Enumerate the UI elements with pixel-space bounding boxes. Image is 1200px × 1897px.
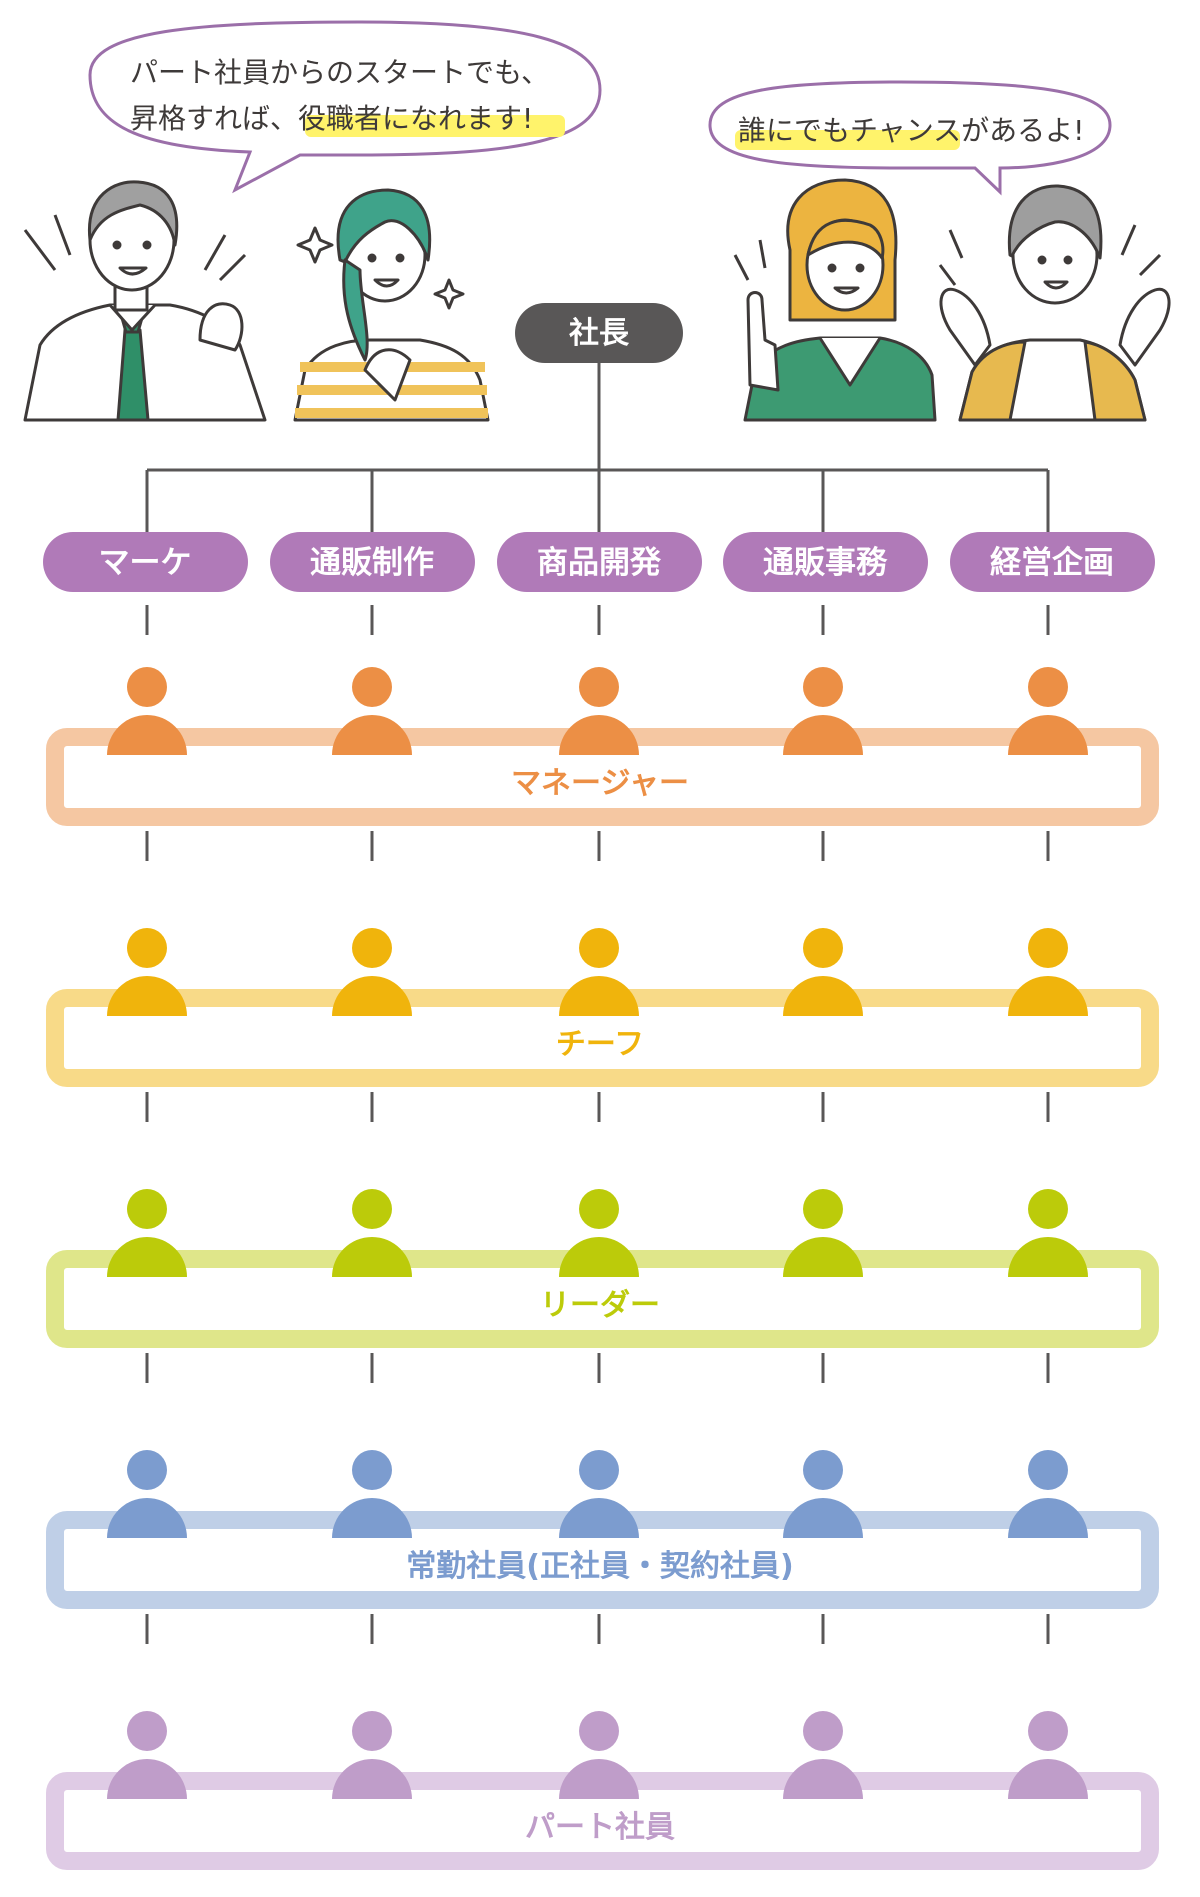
level-label: パート社員	[525, 1810, 675, 1845]
department-row: マーケ 通販制作 商品開発 通販事務 経営企画	[43, 532, 1155, 592]
svg-text:誰にでもチャンスがあるよ!: 誰にでもチャンスがあるよ!	[738, 114, 1084, 147]
department-node: 通販制作	[270, 532, 475, 592]
department-node: 商品開発	[497, 532, 702, 592]
person-icon	[332, 1189, 412, 1277]
department-label: マーケ	[99, 545, 192, 581]
level-row: 常勤社員(正社員・契約社員)	[46, 1353, 1159, 1609]
president-node: 社長	[515, 303, 683, 363]
speech-bubble-right: 誰にでもチャンスがあるよ!	[708, 80, 1112, 196]
level-row: リーダー	[46, 1092, 1159, 1348]
department-node: 通販事務	[723, 532, 928, 592]
person-icon	[107, 1711, 187, 1799]
level-label: チーフ	[556, 1027, 644, 1062]
department-label: 経営企画	[990, 545, 1114, 581]
sparkle-icon	[296, 226, 334, 264]
person-icon	[332, 667, 412, 755]
person-icon	[783, 928, 863, 1016]
org-connectors	[145, 363, 1050, 532]
person-icon	[783, 1189, 863, 1277]
person-icon	[783, 1450, 863, 1538]
woman-green-hair-illustration	[293, 188, 490, 422]
person-icon	[332, 928, 412, 1016]
department-node: マーケ	[43, 532, 248, 592]
person-icon	[1008, 1711, 1088, 1799]
president-label: 社長	[569, 316, 630, 351]
person-icon	[559, 1450, 639, 1538]
level-row: チーフ	[46, 831, 1159, 1087]
speech-right-suffix: があるよ!	[961, 114, 1084, 147]
speech-left-line2-prefix: 昇格すれば、	[130, 102, 298, 135]
svg-text:昇格すれば、役職者になれます!: 昇格すれば、役職者になれます!	[130, 102, 533, 135]
department-node: 経営企画	[950, 532, 1155, 592]
person-icon	[559, 1711, 639, 1799]
person-icon	[332, 1711, 412, 1799]
person-icon	[783, 667, 863, 755]
speech-left-line2-highlight: 役職者になれます!	[298, 102, 533, 135]
speech-right-highlight: 誰にでもチャンス	[738, 114, 961, 147]
department-label: 通販制作	[310, 545, 434, 581]
level-label: マネージャー	[511, 766, 689, 801]
man-with-tie-illustration	[23, 180, 267, 422]
speech-bubble-left: パート社員からのスタートでも、 昇格すれば、役職者になれます!	[88, 20, 602, 194]
highlight-marker-right	[735, 130, 960, 150]
person-icon	[1008, 1189, 1088, 1277]
level-label: 常勤社員(正社員・契約社員)	[406, 1549, 793, 1584]
level-label: リーダー	[540, 1288, 660, 1323]
sparkle-icon	[433, 278, 465, 310]
level-row: パート社員	[46, 1614, 1159, 1870]
person-icon	[107, 1189, 187, 1277]
person-icon	[559, 928, 639, 1016]
highlight-marker	[305, 115, 565, 137]
person-icon	[107, 1450, 187, 1538]
person-icon	[107, 928, 187, 1016]
person-icon	[1008, 667, 1088, 755]
department-label: 商品開発	[537, 545, 662, 581]
level-row: マネージャー	[46, 605, 1159, 826]
woman-green-jacket-illustration	[733, 178, 937, 422]
department-label: 通販事務	[763, 545, 888, 581]
person-icon	[1008, 1450, 1088, 1538]
person-icon	[332, 1450, 412, 1538]
sparkle-line	[23, 229, 57, 271]
speech-left-line1: パート社員からのスタートでも、	[130, 56, 549, 89]
woman-yellow-vest-illustration	[938, 184, 1171, 422]
person-icon	[559, 667, 639, 755]
person-icon	[559, 1189, 639, 1277]
person-icon	[783, 1711, 863, 1799]
person-icon	[1008, 928, 1088, 1016]
person-icon	[107, 667, 187, 755]
